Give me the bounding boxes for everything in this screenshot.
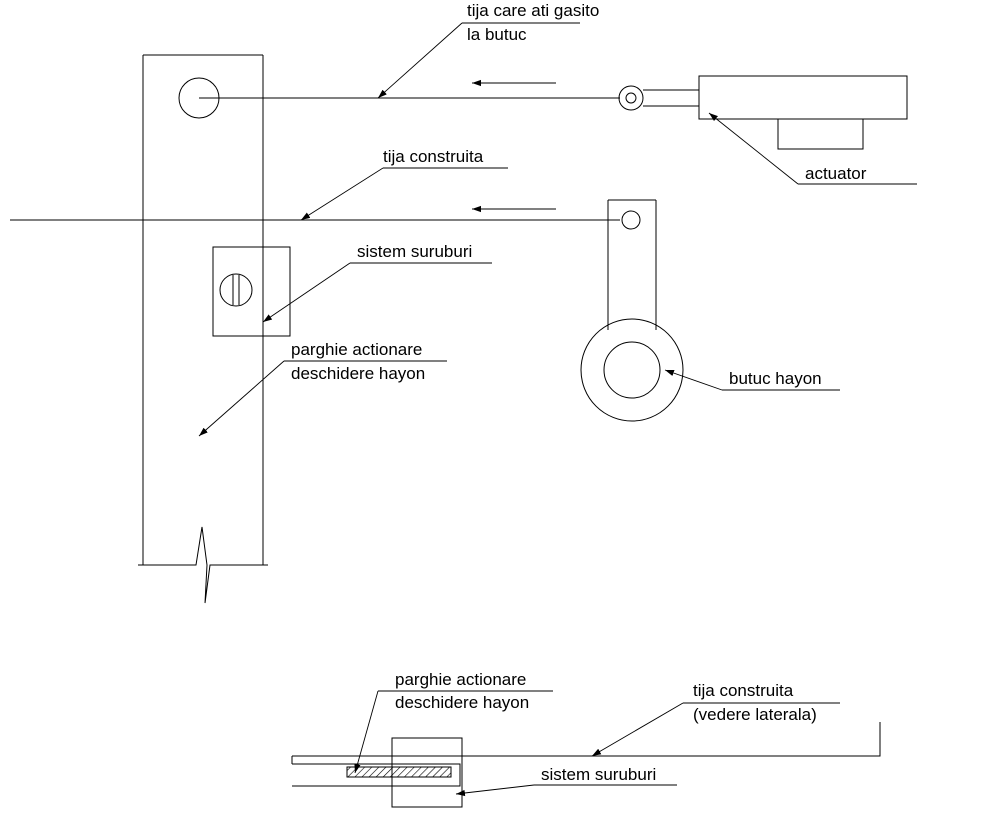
leader-lever — [198, 360, 447, 437]
side-label-lever-line2: deschidere hayon — [395, 693, 529, 712]
side-leader-rod — [591, 702, 840, 757]
label-found-rod-line2: la butuc — [467, 25, 527, 44]
label-lever-line2: deschidere hayon — [291, 364, 425, 383]
side-label-lever-line1: parghie actionare — [395, 670, 526, 689]
leader-found-rod — [377, 22, 580, 99]
label-found-rod-line1: tija care ati gasito — [467, 1, 599, 20]
side-view-rod — [291, 722, 881, 787]
side-leader-lever — [354, 690, 553, 774]
leader-actuator — [708, 112, 917, 185]
side-view-screw-box — [391, 737, 463, 808]
leader-hub — [664, 369, 840, 391]
label-built-rod: tija construita — [383, 147, 484, 166]
rod-end-eye — [618, 85, 644, 111]
side-view-lever-hatched — [346, 766, 452, 778]
side-label-rod-line1: tija construita — [693, 681, 794, 700]
lever-body — [138, 54, 268, 604]
label-hub: butuc hayon — [729, 369, 822, 388]
actuator-body — [643, 75, 908, 150]
hub-arm — [607, 199, 657, 330]
side-leader-screw-system — [455, 784, 677, 797]
screw-system-box — [212, 246, 291, 337]
leader-screw-system — [262, 262, 492, 323]
label-lever-line1: parghie actionare — [291, 340, 422, 359]
hub-circles — [580, 318, 684, 422]
side-label-rod-line2: (vedere laterala) — [693, 705, 817, 724]
label-screw-system: sistem suruburi — [357, 242, 472, 261]
label-actuator: actuator — [805, 164, 867, 183]
leader-built-rod — [300, 167, 508, 221]
side-label-screw-system: sistem suruburi — [541, 765, 656, 784]
